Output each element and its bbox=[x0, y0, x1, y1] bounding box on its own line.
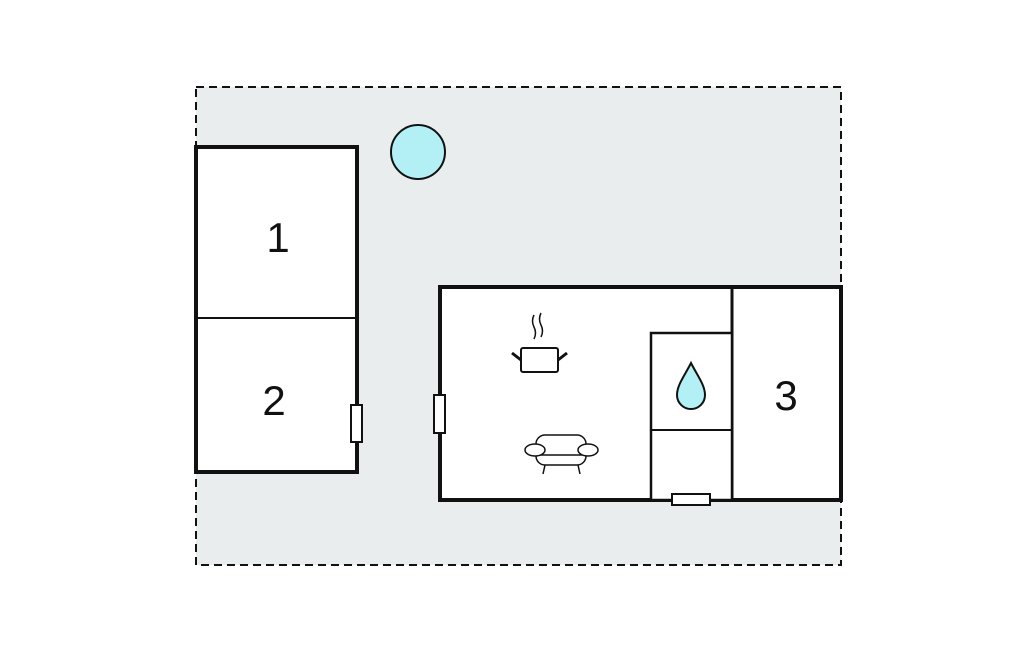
right-building: 3 bbox=[433, 285, 843, 506]
room-label-1: 1 bbox=[266, 214, 289, 261]
room-label-3: 3 bbox=[774, 372, 797, 419]
left-building: 1 2 bbox=[194, 145, 363, 474]
sofa-icon bbox=[524, 434, 599, 475]
pool-icon bbox=[390, 124, 446, 180]
bathroom bbox=[649, 331, 734, 502]
room-label-2: 2 bbox=[262, 377, 285, 424]
door bbox=[350, 404, 363, 443]
kitchen-pot-icon bbox=[511, 312, 568, 373]
door bbox=[433, 394, 446, 434]
bathroom-water-drop-icon bbox=[675, 360, 707, 410]
door bbox=[671, 493, 711, 506]
